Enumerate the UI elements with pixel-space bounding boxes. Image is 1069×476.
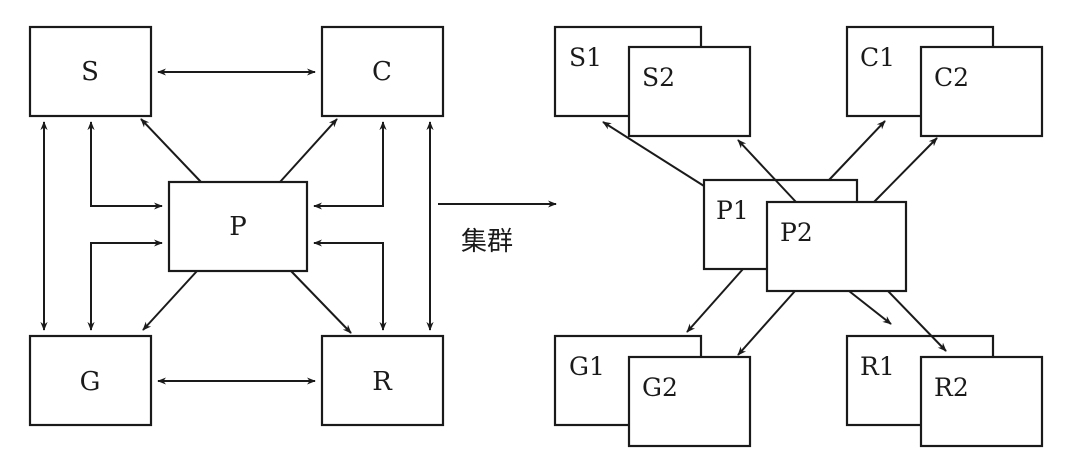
node-s2-label: S2 [642,63,675,92]
edge-p2-r1 [848,290,892,325]
edge-p-c [279,118,338,183]
transition: 集群 [438,200,557,257]
node-c-label: C [372,57,392,87]
node-r2: R2 [919,355,1044,448]
node-r-label: R [372,367,393,397]
node-p2: P2 [765,200,908,293]
node-g2: G2 [627,355,752,448]
edge-s-p-elbow [87,121,163,210]
node-p-label: P [229,212,247,242]
node-s1-label: S1 [569,43,602,72]
node-p2-label: P2 [780,218,813,247]
edge-p-r-elbow [313,239,387,331]
node-p: P [167,180,309,273]
node-g: G [28,334,153,427]
right-diagram: S1 S2 C1 C2 P1 P2 G1 [553,25,1044,448]
edge-p2-s2 [737,139,797,203]
edge-p2-g2 [737,290,796,356]
edge-p-g [142,270,198,331]
node-r: R [320,334,445,427]
edge-p-s [140,118,202,183]
transition-label: 集群 [461,227,513,257]
node-s2: S2 [627,45,752,138]
node-s: S [28,25,153,118]
edge-p-r [290,270,352,334]
left-diagram: S C P G R [28,25,445,427]
edge-p2-c2 [873,137,938,203]
edge-p1-c1 [828,120,886,181]
node-r1-label: R1 [860,352,895,381]
node-p1-label: P1 [716,196,749,225]
node-g2-label: G2 [642,373,678,402]
edge-p1-g1 [686,268,744,333]
edge-c-p-elbow [313,121,387,210]
edge-p-g-elbow [87,239,163,331]
node-g1-label: G1 [569,352,605,381]
edge-p1-s1 [602,121,705,187]
node-c: C [320,25,445,118]
node-c1-label: C1 [860,43,895,72]
node-r2-label: R2 [934,373,969,402]
node-c2-label: C2 [934,63,969,92]
edge-p2-r2 [887,290,947,352]
node-s-label: S [81,57,99,87]
node-c2: C2 [919,45,1044,138]
node-g-label: G [80,367,101,397]
